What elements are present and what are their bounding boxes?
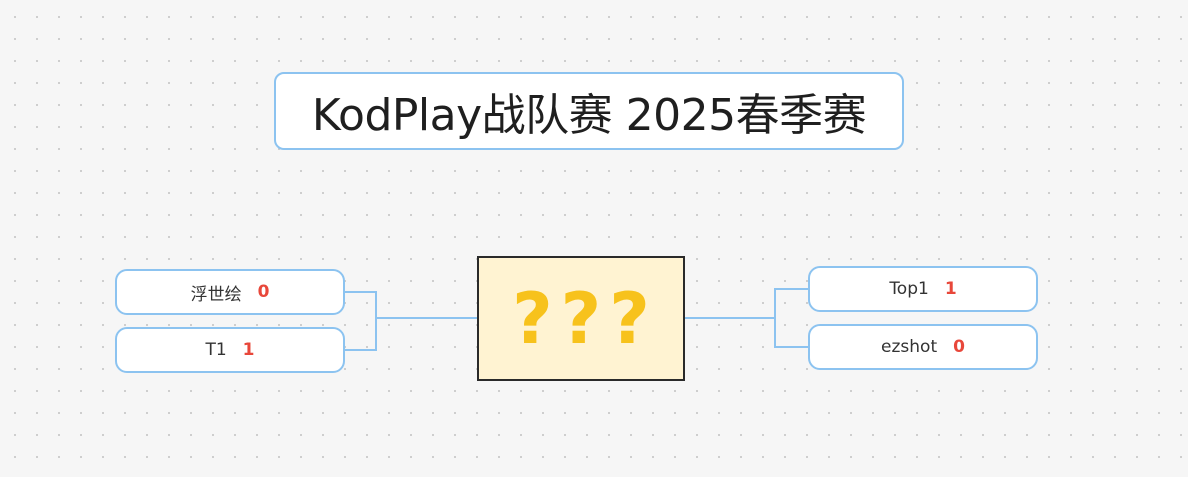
team-score: 0	[257, 282, 270, 302]
connector-right-bottom	[774, 318, 808, 348]
team-box-left-bottom[interactable]: T1 1	[115, 327, 345, 373]
team-box-right-top[interactable]: Top1 1	[808, 266, 1038, 312]
team-box-left-top[interactable]: 浮世绘 0	[115, 269, 345, 315]
team-score: 1	[944, 279, 957, 299]
connector-right-top	[774, 288, 808, 318]
team-score: 1	[242, 340, 255, 360]
final-placeholder: ???	[512, 277, 658, 360]
tournament-title-box: KodPlay战队赛 2025春季赛	[274, 72, 904, 150]
team-score: 0	[953, 337, 965, 357]
tournament-title: KodPlay战队赛 2025春季赛	[311, 90, 867, 141]
connector-left-bottom	[344, 318, 377, 351]
connector-left-top	[344, 291, 377, 318]
team-box-right-bottom[interactable]: ezshot 0	[808, 324, 1038, 370]
team-name: Top1	[889, 279, 929, 299]
team-name: T1	[205, 340, 227, 360]
team-name: 浮世绘	[190, 284, 242, 305]
final-match-box[interactable]: ???	[477, 256, 685, 381]
team-name: ezshot	[881, 337, 938, 357]
